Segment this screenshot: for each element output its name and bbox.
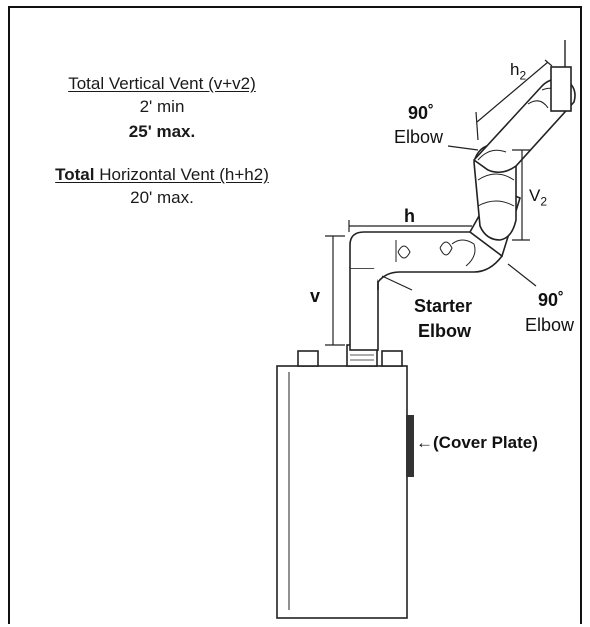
label-cover-plate: ←(Cover Plate) [416, 433, 538, 452]
total-horizontal-vent-title: Total Horizontal Vent (h+h2) [16, 165, 308, 184]
label-starter-elbow-line2: Elbow [418, 321, 471, 341]
label-h2: h2 [510, 60, 526, 85]
heater-right-port [381, 350, 403, 367]
label-v: v [310, 286, 321, 306]
dim-h2-left-tick [475, 111, 479, 141]
leader-right-elbow [507, 263, 537, 287]
vertical-min-value: 2' min [139, 97, 185, 116]
leader-top-elbow [447, 145, 479, 151]
label-right-elbow-word: Elbow [525, 315, 575, 335]
horizontal-title-total: Total [55, 165, 95, 184]
label-top-elbow-degrees: 90˚ [408, 103, 435, 123]
dim-h2-line [476, 61, 549, 123]
water-heater [276, 344, 408, 619]
label-v2: V2 [529, 186, 547, 211]
label-right-elbow-degrees: 90˚ [538, 290, 565, 310]
label-starter-elbow-line1: Starter [414, 296, 473, 316]
label-h2-main: h [510, 60, 520, 79]
label-v2-sub: 2 [540, 194, 548, 209]
horizontal-max-value: 20' max. [130, 188, 194, 207]
vent-pipe [349, 40, 576, 351]
wall-terminal [550, 66, 572, 112]
label-top-elbow-word: Elbow [394, 127, 444, 147]
heater-cabinet [276, 365, 408, 619]
label-h: h [404, 206, 415, 226]
total-vertical-vent-title: Total Vertical Vent (v+v2) [68, 74, 256, 93]
vertical-pipe-v [349, 267, 379, 351]
leader-starter-elbow [381, 275, 413, 291]
label-h2-sub: 2 [519, 68, 527, 83]
diagram-frame [8, 6, 582, 624]
vertical-max-value: 25' max. [128, 122, 196, 141]
horizontal-title-rest: Horizontal Vent (h+h2) [94, 165, 269, 184]
dimension-lines [325, 59, 553, 346]
starter-elbow-outer [349, 231, 365, 268]
cover-plate [406, 415, 414, 477]
heater-left-port [297, 350, 319, 367]
label-v2-main: V [529, 186, 541, 205]
